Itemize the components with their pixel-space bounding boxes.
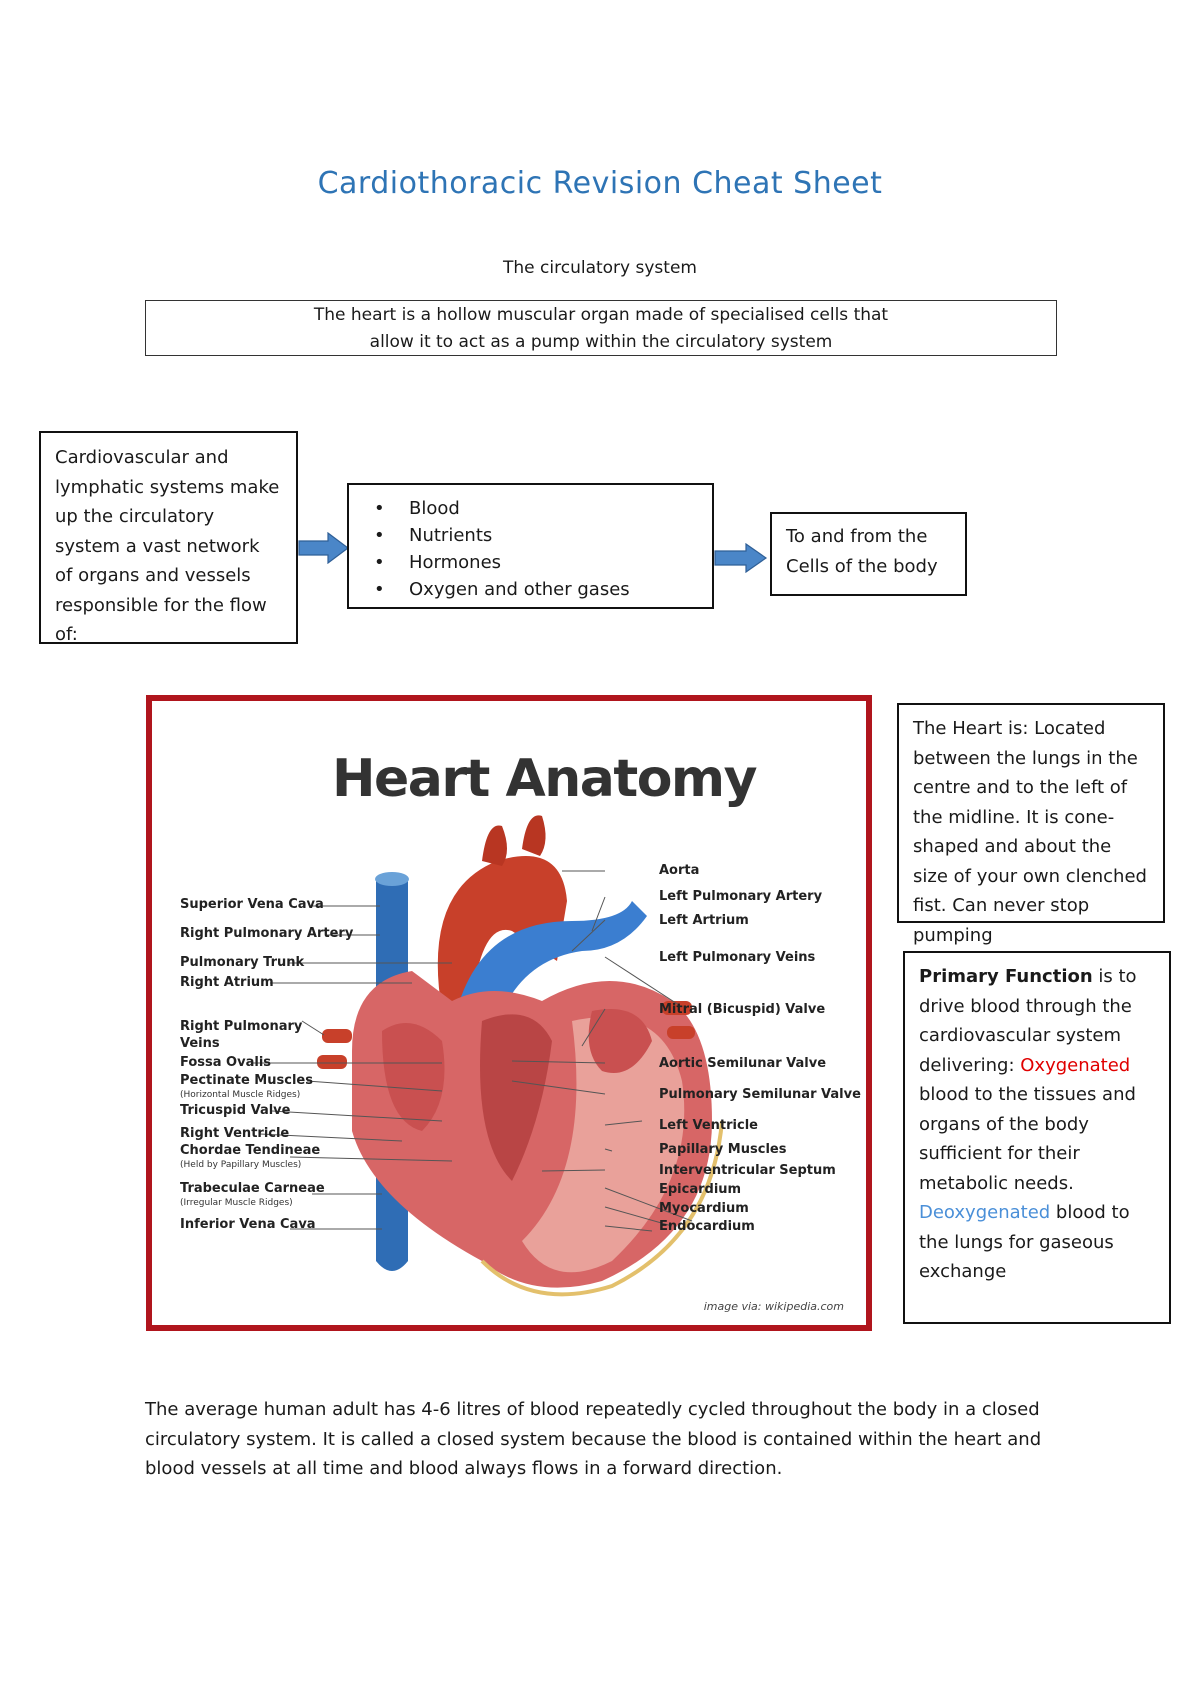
- flow-items-list: Blood Nutrients Hormones Oxygen and othe…: [349, 495, 712, 603]
- label-right-atrium: Right Atrium: [180, 975, 274, 990]
- label-left-pulmonary-artery: Left Pulmonary Artery: [659, 889, 823, 904]
- heart-definition-box: The heart is a hollow muscular organ mad…: [145, 300, 1057, 356]
- label-chordae-tendineae: Chordae Tendineae: [180, 1143, 321, 1158]
- label-right-pulmonary-artery: Right Pulmonary Artery: [180, 926, 354, 941]
- section-subtitle: The circulatory system: [503, 258, 697, 278]
- destination-line-1: To and from the: [786, 526, 928, 547]
- primary-function-box: Primary Function is to drive blood throu…: [903, 951, 1171, 1324]
- label-epicardium: Epicardium: [659, 1182, 742, 1197]
- label-pulmonary-semilunar-valve: Pulmonary Semilunar Valve: [659, 1087, 861, 1102]
- blood-volume-paragraph: The average human adult has 4-6 litres o…: [145, 1399, 1042, 1479]
- label-superior-vena-cava: Superior Vena Cava: [180, 897, 324, 912]
- label-inferior-vena-cava: Inferior Vena Cava: [180, 1217, 316, 1232]
- list-item: Nutrients: [374, 522, 712, 549]
- heart-illustration: [252, 815, 724, 1297]
- label-interventricular-septum: Interventricular Septum: [659, 1163, 836, 1178]
- label-mitral-valve: Mitral (Bicuspid) Valve: [659, 1002, 826, 1017]
- list-item: Oxygen and other gases: [374, 576, 712, 603]
- label-left-ventricle: Left Ventricle: [659, 1118, 758, 1133]
- sublabel-held-by-papillary: (Held by Papillary Muscles): [180, 1160, 302, 1170]
- heart-anatomy-image: Heart Anatomy: [146, 695, 872, 1331]
- label-tricuspid-valve: Tricuspid Valve: [180, 1103, 291, 1118]
- label-aortic-semilunar-valve: Aortic Semilunar Valve: [659, 1056, 827, 1071]
- label-veins: Veins: [180, 1036, 220, 1051]
- label-pectinate-muscles: Pectinate Muscles: [180, 1073, 313, 1088]
- primary-function-text-3: blood to the lungs for gaseous exchange: [919, 1202, 1130, 1282]
- label-papillary-muscles: Papillary Muscles: [659, 1142, 787, 1157]
- primary-function-heading: Primary Function: [919, 966, 1093, 987]
- label-aorta: Aorta: [659, 863, 700, 878]
- definition-line-2: allow it to act as a pump within the cir…: [369, 332, 833, 352]
- label-myocardium: Myocardium: [659, 1201, 749, 1216]
- label-left-atrium: Left Artrium: [659, 913, 749, 928]
- primary-function-text-2: blood to the tissues and organs of the b…: [919, 1084, 1136, 1194]
- label-pulmonary-trunk: Pulmonary Trunk: [180, 955, 305, 970]
- image-credit: image via: wikipedia.com: [703, 1300, 844, 1313]
- deoxygenated-term: Deoxygenated: [919, 1202, 1051, 1223]
- image-title: Heart Anatomy: [332, 749, 758, 809]
- label-left-pulmonary-veins: Left Pulmonary Veins: [659, 950, 816, 965]
- page-title: Cardiothoracic Revision Cheat Sheet: [317, 166, 883, 201]
- destination-box: To and from the Cells of the body: [770, 512, 967, 596]
- label-endocardium: Endocardium: [659, 1219, 755, 1234]
- circulatory-systems-text: Cardiovascular and lymphatic systems mak…: [55, 447, 280, 645]
- right-arrow-icon: [298, 532, 349, 564]
- primary-function-text-1: is to drive blood through the cardiovasc…: [919, 966, 1137, 1076]
- heart-location-box: The Heart is: Located between the lungs …: [897, 703, 1165, 946]
- flow-items-box: Blood Nutrients Hormones Oxygen and othe…: [347, 483, 714, 609]
- label-fossa-ovalis: Fossa Ovalis: [180, 1055, 272, 1070]
- label-trabeculae-carneae: Trabeculae Carneae: [180, 1181, 325, 1196]
- destination-line-2: Cells of the body: [786, 555, 938, 577]
- sublabel-horizontal-ridges: (Horizontal Muscle Ridges): [180, 1090, 301, 1100]
- sublabel-irregular-ridges: (Irregular Muscle Ridges): [180, 1198, 293, 1208]
- right-arrow-icon: [714, 543, 768, 573]
- label-right-pulmonary: Right Pulmonary: [180, 1019, 303, 1034]
- oxygenated-term: Oxygenated: [1020, 1054, 1131, 1076]
- label-right-ventricle: Right Ventricle: [180, 1126, 290, 1141]
- circulatory-systems-box: Cardiovascular and lymphatic systems mak…: [39, 431, 298, 645]
- list-item: Hormones: [374, 549, 712, 576]
- list-item: Blood: [374, 495, 712, 522]
- heart-location-text: The Heart is: Located between the lungs …: [913, 718, 1147, 946]
- definition-line-1: The heart is a hollow muscular organ mad…: [313, 305, 889, 325]
